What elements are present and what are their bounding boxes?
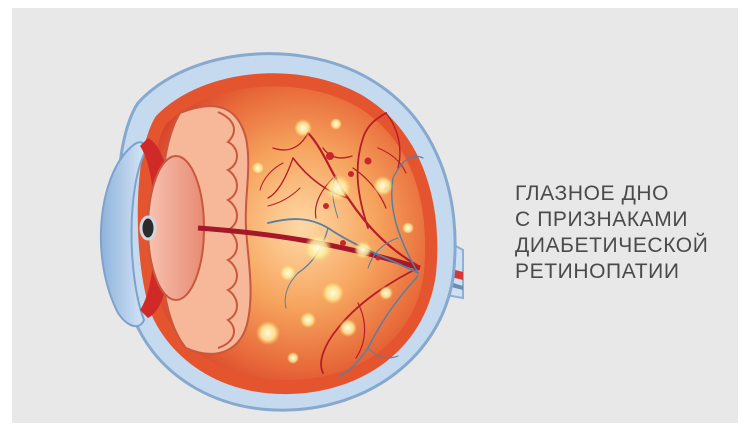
caption-line: РЕТИНОПАТИИ: [515, 259, 745, 285]
pupil-icon: [141, 217, 155, 239]
caption-line: ДИАБЕТИЧЕСКОЙ: [515, 233, 745, 259]
eye-cross-section-illustration: [68, 28, 468, 418]
caption: ГЛАЗНОЕ ДНО С ПРИЗНАКАМИ ДИАБЕТИЧЕСКОЙ Р…: [515, 181, 745, 285]
figure-panel: ГЛАЗНОЕ ДНО С ПРИЗНАКАМИ ДИАБЕТИЧЕСКОЙ Р…: [12, 8, 738, 423]
caption-line: ГЛАЗНОЕ ДНО: [515, 181, 745, 207]
caption-line: С ПРИЗНАКАМИ: [515, 207, 745, 233]
